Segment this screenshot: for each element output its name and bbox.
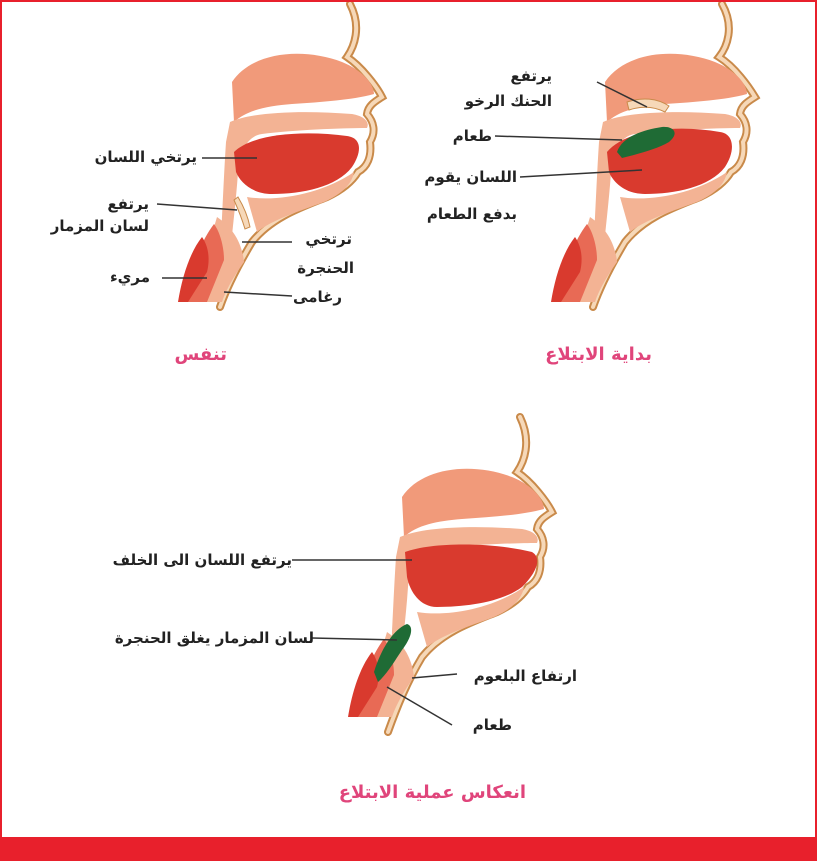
label-tongue-pushes-1: اللسان يقوم bbox=[424, 165, 517, 189]
label-tongue-pushes-2: بدفع الطعام bbox=[427, 202, 517, 226]
bottom-red-bar bbox=[2, 837, 815, 859]
label-epiglottis-closes: لسان المزمار يغلق الحنجرة bbox=[115, 626, 314, 650]
label-food-reflex: طعام bbox=[473, 713, 512, 737]
label-soft-palate-rises-2: الحنك الرخو bbox=[465, 89, 552, 113]
label-tongue-back: يرتفع اللسان الى الخلف bbox=[113, 548, 292, 572]
caption-swallow-reflex: انعكاس عملية الابتلاع bbox=[339, 782, 526, 803]
label-larynx-relaxes-1: ترتخي bbox=[305, 227, 352, 251]
label-trachea: رغامى bbox=[293, 285, 342, 309]
label-epiglottis-rises-2: لسان المزمار bbox=[51, 214, 149, 238]
panel-swallow-reflex: يرتفع اللسان الى الخلف لسان المزمار يغلق… bbox=[202, 402, 622, 822]
head-illustration-swallow-reflex bbox=[202, 402, 622, 822]
label-food: طعام bbox=[453, 124, 492, 148]
label-tongue-relaxed: يرتخي اللسان bbox=[95, 145, 197, 169]
label-larynx-relaxes-2: الحنجرة bbox=[297, 256, 354, 280]
caption-swallow-start: بداية الابتلاع bbox=[545, 344, 652, 365]
label-esophagus: مريء bbox=[110, 265, 150, 289]
label-soft-palate-rises-1: يرتفع bbox=[510, 64, 552, 88]
head-illustration-breathing bbox=[2, 2, 412, 402]
caption-breathing: تنفس bbox=[174, 344, 227, 365]
panel-swallow-start: يرتفع الحنك الرخو طعام اللسان يقوم بدفع … bbox=[407, 2, 817, 402]
label-epiglottis-rises-1: يرتفع bbox=[107, 192, 149, 216]
label-pharynx-rises: ارتفاع البلعوم bbox=[474, 664, 577, 688]
panel-breathing: يرتخي اللسان يرتفع لسان المزمار ترتخي ال… bbox=[2, 2, 412, 402]
